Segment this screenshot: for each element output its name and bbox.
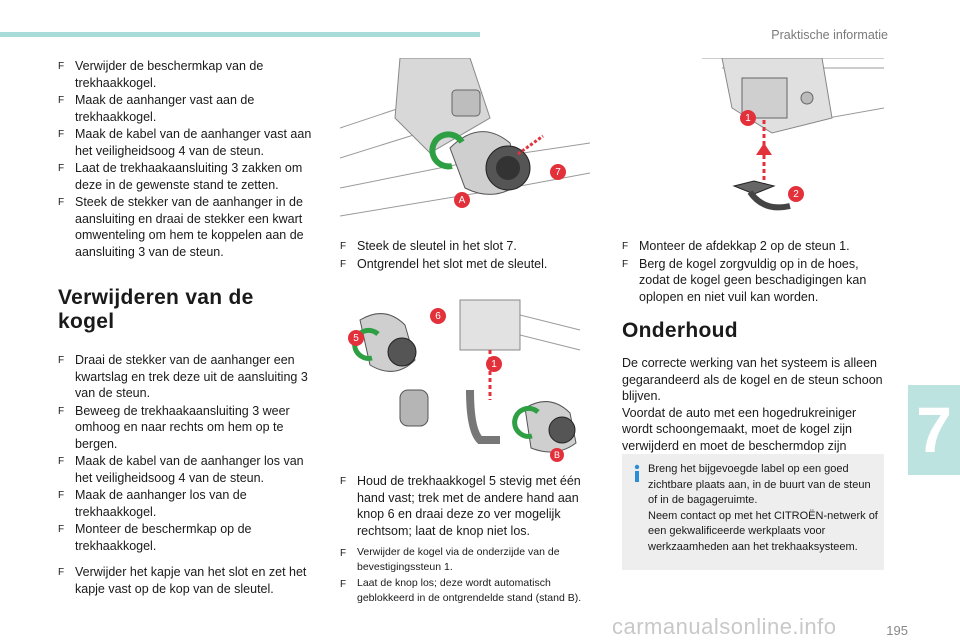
section-title: Praktische informatie: [771, 28, 888, 42]
heading-remove-ball: Verwijderen van de kogel: [58, 286, 254, 333]
figure-remove-ball: 5 6 1 B: [340, 290, 590, 462]
callout-6: 6: [430, 308, 446, 324]
bullet-icon: F: [340, 579, 347, 590]
figure-fit-cover: 1 2: [622, 58, 884, 228]
heading-maintenance: Onderhoud: [622, 319, 738, 342]
info-box: Breng het bijgevoegde label op een goed …: [622, 454, 884, 570]
callout-2: 2: [788, 186, 804, 202]
header-accent-bar: [0, 32, 480, 37]
bullet-icon: F: [58, 197, 65, 208]
callout-1: 1: [486, 356, 502, 372]
callout-7: 7: [550, 164, 566, 180]
watermark: carmanualsonline.info: [612, 614, 837, 639]
bullet-icon: F: [58, 355, 65, 366]
paragraph: Voordat de auto met een hogedrukreiniger…: [622, 405, 857, 470]
bullet-icon: F: [58, 95, 65, 106]
bullet-icon: F: [58, 163, 65, 174]
info-text: Breng het bijgevoegde label op een goed …: [648, 463, 878, 553]
bullet-icon: F: [340, 476, 347, 487]
bullet-icon: F: [58, 129, 65, 140]
ball-removal-illustration: [352, 299, 581, 453]
callout-b: B: [550, 448, 564, 462]
callout-a: A: [454, 192, 470, 208]
bullet-icon: F: [340, 258, 347, 270]
bullet-icon: F: [622, 241, 629, 252]
callout-5: 5: [348, 330, 364, 346]
tow-bar-lock-illustration: [340, 58, 590, 217]
bullet-icon: F: [58, 567, 65, 578]
cover-mounting-illustration: [702, 58, 884, 211]
bullet-icon: F: [58, 524, 65, 535]
figure-unlock-key: 7 A: [340, 58, 590, 228]
page-number: 195: [886, 623, 908, 638]
paragraph: De correcte werking van het systeem is a…: [622, 356, 883, 403]
bullet-icon: F: [58, 61, 65, 72]
bullet-icon: F: [622, 258, 629, 270]
bullet-icon: F: [58, 490, 65, 501]
bullet-icon: F: [58, 456, 65, 467]
chapter-tab: 7: [908, 385, 960, 475]
bullet-icon: F: [340, 241, 347, 252]
callout-1: 1: [740, 110, 756, 126]
bullet-icon: F: [58, 405, 65, 417]
info-icon: [634, 464, 640, 482]
bullet-icon: F: [340, 548, 347, 559]
chapter-number: 7: [916, 394, 952, 466]
